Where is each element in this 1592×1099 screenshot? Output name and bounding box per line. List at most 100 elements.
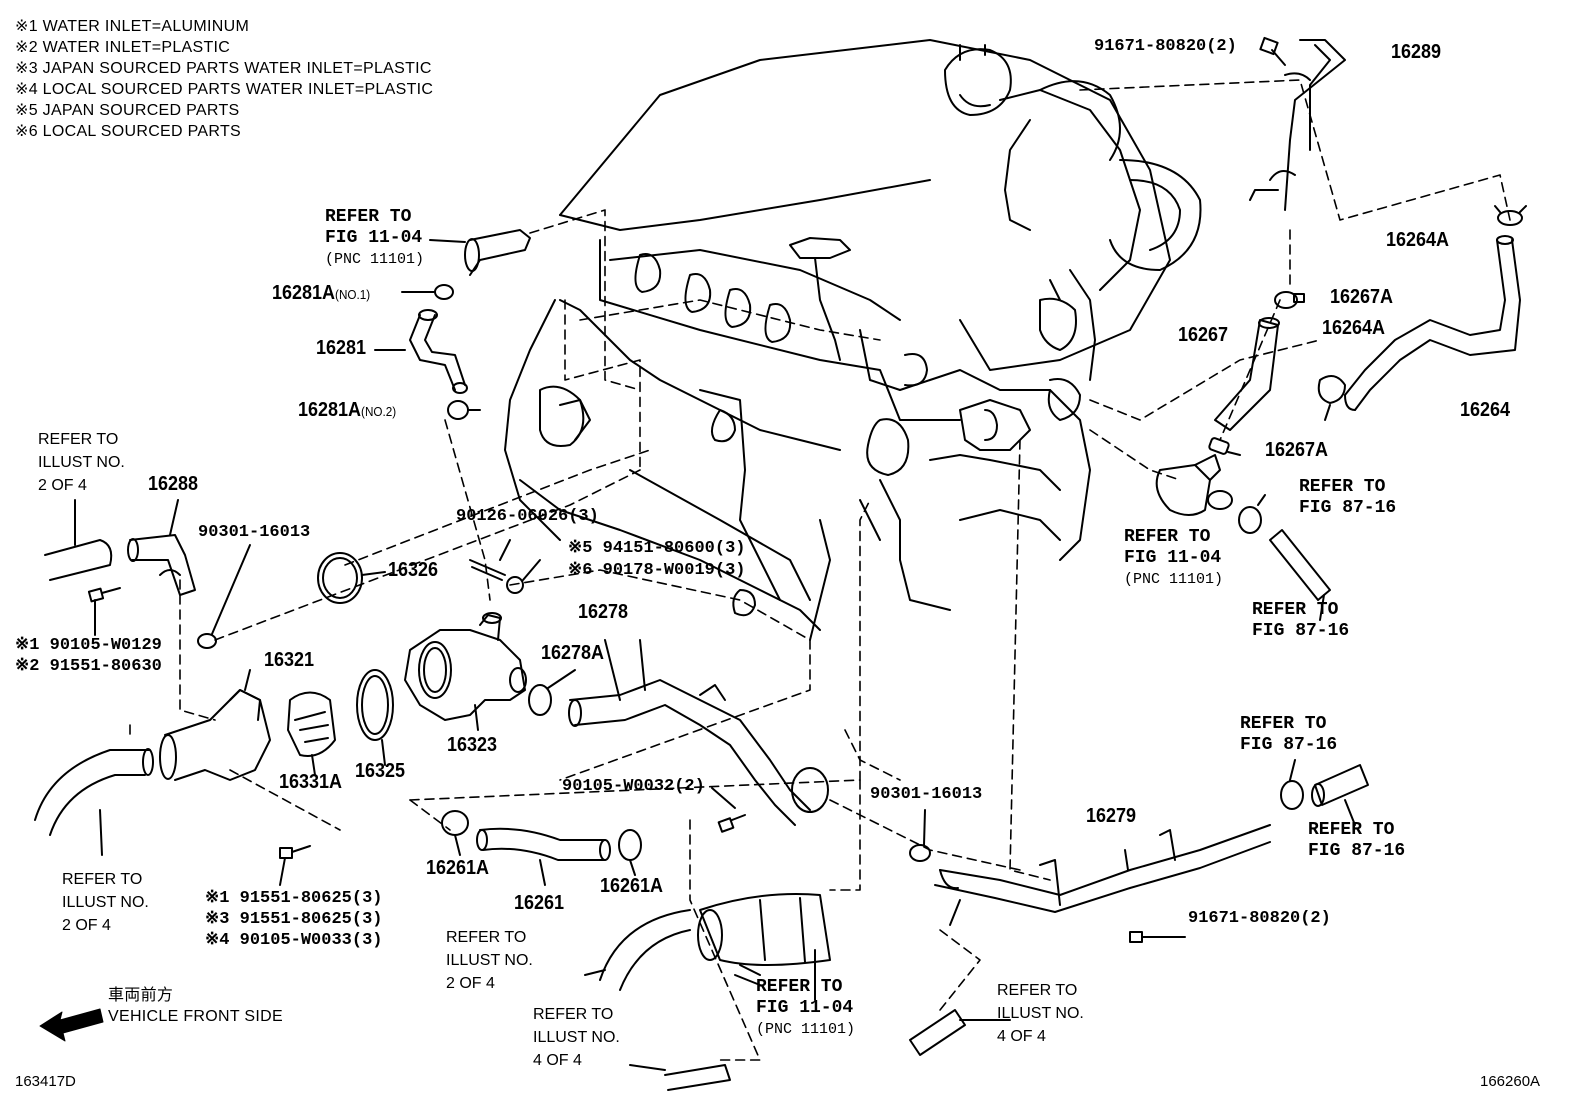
- fastener-90105-W0032[interactable]: 90105-W0032(2): [562, 777, 705, 796]
- refer-line: FIG 87-16: [1299, 498, 1397, 518]
- thermostat-16331A: [288, 693, 335, 776]
- clamp-16261A-left: [442, 811, 468, 855]
- pipe-fig-11-04-bottom: [698, 894, 830, 1000]
- oring-90301-a: [198, 545, 250, 648]
- fastener-91551-80630[interactable]: ※2 91551-80630: [15, 657, 162, 676]
- part-label-16321[interactable]: 16321: [264, 649, 315, 671]
- oring-90301-b: [910, 810, 930, 861]
- refer-line: FIG 11-04: [756, 998, 854, 1018]
- fastener-91551-80625-1[interactable]: ※1 91551-80625(3): [205, 889, 383, 908]
- engine-block: [505, 40, 1201, 640]
- part-label-16325[interactable]: 16325: [355, 760, 406, 782]
- part-label-16264A-mid[interactable]: 16264A: [1322, 317, 1386, 339]
- part-label-16264A-top[interactable]: 16264A: [1386, 229, 1450, 251]
- note-3: ※3 JAPAN SOURCED PARTS WATER INLET=PLAST…: [15, 60, 432, 77]
- vehicle-front-jp: 車両前方: [108, 987, 174, 1004]
- fastener-90126[interactable]: 90126-06026(3): [456, 507, 599, 526]
- vehicle-front-en: VEHICLE FRONT SIDE: [108, 1008, 283, 1025]
- part-16281A-no2-number: 16281A: [298, 399, 362, 421]
- part-label-16261A-left[interactable]: 16261A: [426, 857, 490, 879]
- refer-line: REFER TO: [38, 431, 119, 448]
- fastener-94151[interactable]: ※5 94151-80600(3): [568, 539, 746, 558]
- part-label-16331A[interactable]: 16331A: [279, 771, 343, 793]
- fastener-91671-top[interactable]: 91671-80820(2): [1094, 37, 1237, 56]
- hose-right-87-16: [1270, 530, 1330, 620]
- part-label-16281A-no1[interactable]: 16281A(NO.1): [272, 283, 370, 303]
- note-1: ※1 WATER INLET=ALUMINUM: [15, 18, 250, 35]
- refer-line: ILLUST NO.: [38, 454, 125, 471]
- refer-line: REFER TO: [997, 982, 1078, 999]
- water-inlet-16321: [160, 670, 270, 780]
- refer-line: FIG 11-04: [1124, 548, 1222, 568]
- illustration-code-right: 166260A: [1480, 1073, 1541, 1090]
- clamp-16281A-no1: [402, 285, 453, 299]
- refer-line: 2 OF 4: [446, 975, 495, 992]
- refer-illust-4-right[interactable]: REFER TO ILLUST NO. 4 OF 4: [997, 979, 1084, 1048]
- refer-fig-87-16-c[interactable]: REFER TO FIG 87-16: [1240, 714, 1337, 756]
- refer-line: 4 OF 4: [997, 1028, 1046, 1045]
- refer-fig-11-04-top[interactable]: REFER TO FIG 11-04 (PNC 11101): [325, 207, 424, 270]
- part-label-16323[interactable]: 16323: [447, 734, 498, 756]
- refer-fig-11-04-right[interactable]: REFER TO FIG 11-04 (PNC 11101): [1124, 527, 1223, 590]
- fastener-90301-a[interactable]: 90301-16013: [198, 523, 311, 542]
- hose-left-illust-2-top: [45, 500, 111, 580]
- refer-fig-11-04-bottom[interactable]: REFER TO FIG 11-04 (PNC 11101): [756, 977, 855, 1040]
- refer-line: 2 OF 4: [62, 917, 111, 934]
- refer-line: ILLUST NO.: [533, 1029, 620, 1046]
- refer-line: REFER TO: [1240, 714, 1327, 734]
- fastener-90301-b[interactable]: 90301-16013: [870, 785, 983, 804]
- note-5: ※5 JAPAN SOURCED PARTS: [15, 102, 240, 119]
- fastener-90178[interactable]: ※6 90178-W0019(3): [568, 561, 746, 580]
- refer-line: 2 OF 4: [38, 477, 87, 494]
- part-label-16279[interactable]: 16279: [1086, 805, 1137, 827]
- refer-line: ILLUST NO.: [997, 1005, 1084, 1022]
- refer-illust-2-mid[interactable]: REFER TO ILLUST NO. 2 OF 4: [62, 868, 149, 937]
- vehicle-front-arrow: [40, 1009, 103, 1041]
- refer-fig-87-16-a[interactable]: REFER TO FIG 87-16: [1299, 477, 1396, 519]
- part-label-16261[interactable]: 16261: [514, 892, 565, 914]
- bolt-91551-80625: [280, 846, 310, 885]
- clamp-16267A-bot: [1208, 437, 1240, 455]
- part-label-16278[interactable]: 16278: [578, 601, 629, 623]
- clamp-16264A-top: [1495, 206, 1526, 225]
- nut-94151: [507, 560, 540, 593]
- refer-line: REFER TO: [446, 929, 527, 946]
- part-label-16326[interactable]: 16326: [388, 559, 439, 581]
- hose-16264: [1345, 236, 1520, 410]
- refer-fig-87-16-d[interactable]: REFER TO FIG 87-16: [1308, 820, 1405, 862]
- part-label-16289[interactable]: 16289: [1391, 41, 1442, 63]
- fastener-90105-W0129[interactable]: ※1 90105-W0129: [15, 636, 162, 655]
- part-label-16281A-no2[interactable]: 16281A(NO.2): [298, 400, 396, 420]
- part-label-16267A-bot[interactable]: 16267A: [1265, 439, 1329, 461]
- refer-illust-4-left[interactable]: REFER TO ILLUST NO. 4 OF 4: [533, 1003, 620, 1072]
- refer-illust-2-bottom[interactable]: REFER TO ILLUST NO. 2 OF 4: [446, 926, 533, 995]
- refer-fig-87-16-b[interactable]: REFER TO FIG 87-16: [1252, 600, 1349, 642]
- pipe-16288: [128, 500, 195, 595]
- gasket-16325: [357, 670, 393, 765]
- refer-line: REFER TO: [756, 977, 843, 997]
- clamp-lower-right-87-16: [1281, 760, 1303, 809]
- note-2: ※2 WATER INLET=PLASTIC: [15, 39, 231, 56]
- part-label-16281[interactable]: 16281: [316, 337, 367, 359]
- fastener-91671-bot[interactable]: 91671-80820(2): [1188, 909, 1331, 928]
- refer-line: ILLUST NO.: [62, 894, 149, 911]
- part-label-16267A-top[interactable]: 16267A: [1330, 286, 1394, 308]
- part-16281A-no1-sub: (NO.1): [335, 287, 371, 302]
- part-label-16267[interactable]: 16267: [1178, 324, 1229, 346]
- hose-lower-illust-2: [585, 910, 690, 990]
- refer-illust-2-top[interactable]: REFER TO ILLUST NO. 2 OF 4: [38, 428, 125, 497]
- fastener-91551-80625-3[interactable]: ※3 91551-80625(3): [205, 910, 383, 929]
- hose-16261: [477, 829, 610, 885]
- thermostat-housing-16323: [405, 613, 526, 730]
- water-outlet-fitting: [1157, 455, 1232, 515]
- refer-line: REFER TO: [62, 871, 143, 888]
- refer-line: FIG 87-16: [1252, 621, 1350, 641]
- part-label-16288[interactable]: 16288: [148, 473, 199, 495]
- part-label-16278A[interactable]: 16278A: [541, 642, 605, 664]
- bolt-91671-top: [1260, 38, 1285, 65]
- part-label-16261A-right[interactable]: 16261A: [600, 875, 664, 897]
- refer-line: REFER TO: [1308, 820, 1395, 840]
- part-label-16264[interactable]: 16264: [1460, 399, 1511, 421]
- fastener-90105-W0033[interactable]: ※4 90105-W0033(3): [205, 931, 383, 950]
- refer-line: FIG 87-16: [1308, 841, 1406, 861]
